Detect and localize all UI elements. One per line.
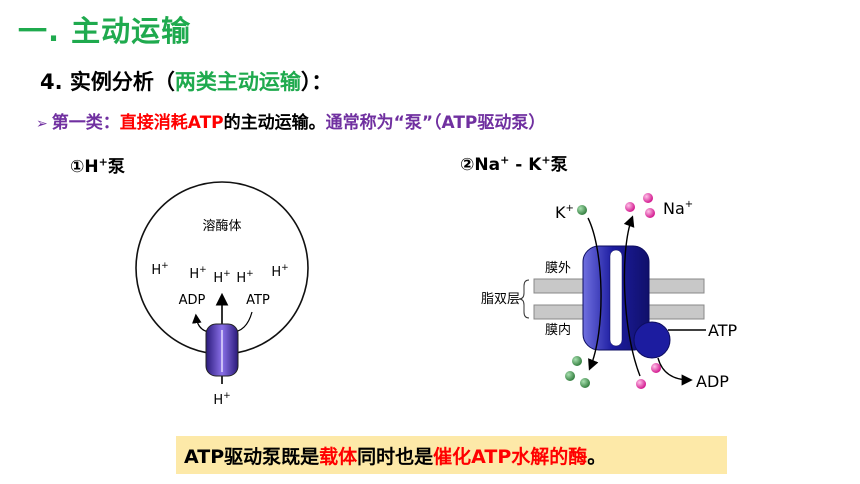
- h-pump-label: ①H+泵: [70, 155, 125, 177]
- atp-binding-site: [633, 321, 671, 359]
- first-class-line: ➢第一类：直接消耗ATP的主动运输。通常称为“泵”（ATP驱动泵）: [36, 108, 545, 133]
- na-ion: [636, 379, 646, 389]
- page-title: 一. 主动运输: [18, 14, 192, 48]
- k-ion: [580, 378, 590, 388]
- adp-arrow-icon: [657, 357, 693, 386]
- outside-label: 膜外: [545, 261, 571, 276]
- k-ion: [565, 371, 575, 381]
- conclusion-text: ATP驱动泵既是载体同时也是催化ATP水解的酶。: [184, 446, 607, 468]
- k-ion: [572, 356, 582, 366]
- first-class-label: 第一类：: [51, 113, 120, 133]
- k-transport-arrow-icon: [587, 217, 602, 371]
- section-suffix: ）：: [300, 70, 333, 94]
- k-ion-label: K+: [555, 203, 574, 222]
- na-ion: [643, 193, 653, 203]
- k-ion: [577, 205, 587, 215]
- atp-label: ATP: [246, 293, 270, 308]
- bilayer-label: 脂双层: [481, 292, 520, 307]
- atp-label-right: ATP: [708, 321, 737, 340]
- na-ion: [625, 202, 635, 212]
- na-k-pump-label: ②Na+ - K+泵: [460, 153, 568, 175]
- h-ion: H+: [151, 261, 168, 278]
- section-prefix: 4. 实例分析（: [40, 70, 175, 94]
- lysosome-diagram: 溶酶体 H+ H+ H+ H+ H+ ADP ATP H+: [135, 181, 309, 408]
- h-ion: H+: [213, 269, 230, 286]
- first-class-middle: 的主动运输。: [223, 113, 326, 133]
- h-ion-outside: H+: [213, 391, 230, 408]
- section-highlight: 两类主动运输: [174, 70, 301, 94]
- na-ion: [645, 208, 655, 218]
- conclusion-box: ATP驱动泵既是载体同时也是催化ATP水解的酶。: [176, 436, 727, 474]
- h-ion: H+: [189, 265, 206, 282]
- lysosome-label: 溶酶体: [202, 218, 241, 234]
- h-ion: H+: [236, 269, 253, 286]
- first-class-red-text: 直接消耗ATP: [119, 113, 224, 133]
- arrow-bullet-icon: ➢: [36, 116, 48, 132]
- na-ion: [651, 363, 661, 373]
- first-class-tail: 通常称为“泵”（ATP驱动泵）: [325, 113, 546, 133]
- na-ion-label: Na+: [663, 199, 693, 218]
- inside-label: 膜内: [545, 322, 571, 338]
- na-k-pump-diagram: 膜外 脂双层 膜内 K+ Na+ ATP ADP: [481, 193, 737, 391]
- section-heading: 4. 实例分析（两类主动运输）：: [40, 66, 332, 96]
- bilayer-brace: [518, 279, 530, 319]
- adp-label-right: ADP: [696, 372, 729, 391]
- h-ion: H+: [271, 263, 288, 280]
- adp-label: ADP: [179, 293, 206, 308]
- na-transport-arrow-icon: [623, 215, 641, 377]
- pump-channel: [609, 249, 623, 347]
